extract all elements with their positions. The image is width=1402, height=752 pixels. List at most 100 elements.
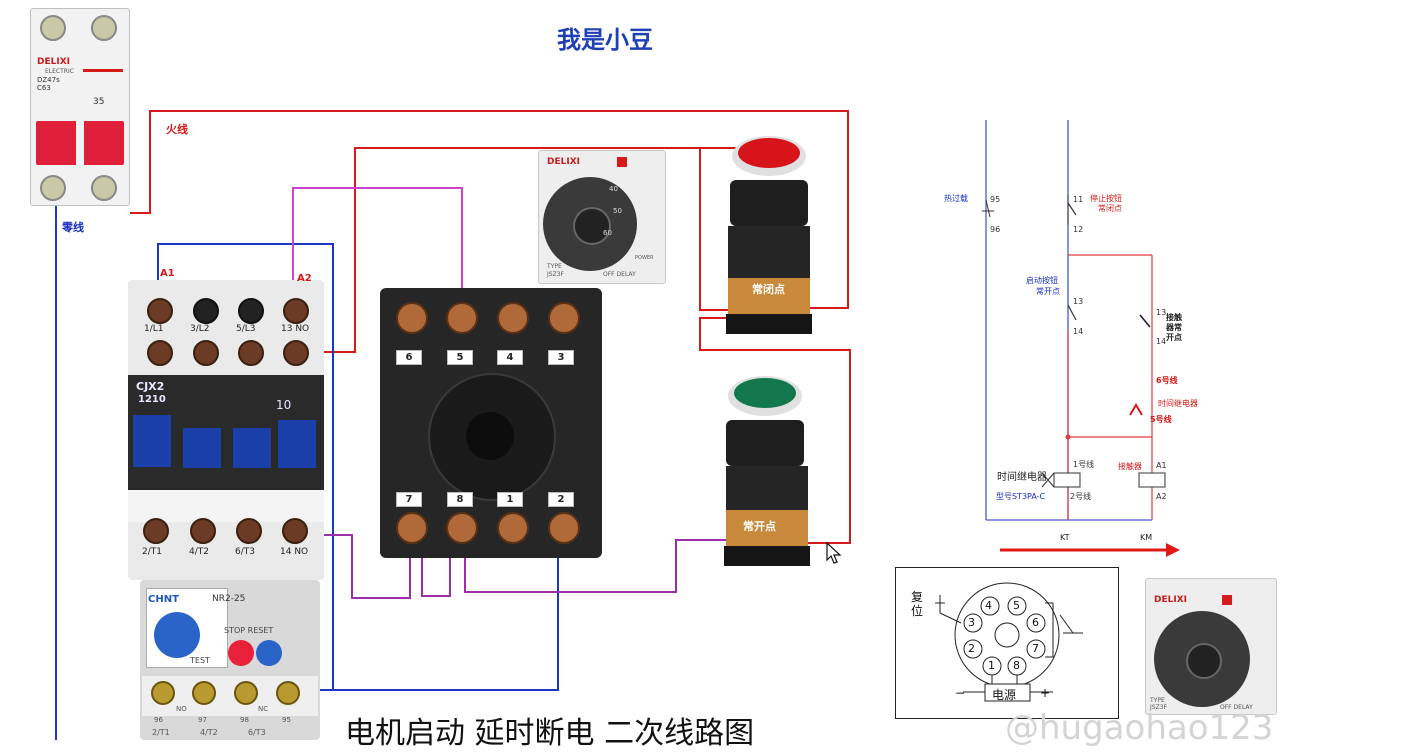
wire-2-label: 2号线 bbox=[1070, 492, 1092, 501]
overload-term-97: 97 bbox=[198, 716, 207, 724]
overload-bottom-1: 2/T1 bbox=[152, 728, 170, 737]
stop-pushbutton[interactable] bbox=[726, 132, 812, 334]
wire-6-label: 6号线 bbox=[1156, 376, 1178, 385]
timer-relay-product: DELIXI TYPE JSZ3F OFF DELAY bbox=[1145, 578, 1277, 715]
timer-mode: OFF DELAY bbox=[603, 271, 636, 278]
overload-brand: CHNT bbox=[148, 594, 179, 605]
overload-term-95: 95 bbox=[282, 716, 291, 724]
timer-knob[interactable] bbox=[573, 207, 611, 245]
timer-indicator bbox=[617, 157, 627, 167]
t95-label: 95 bbox=[990, 195, 1001, 204]
self-hold-label-3: 开点 bbox=[1166, 333, 1182, 342]
socket-pin-label: 4 bbox=[497, 350, 523, 365]
breaker-code: 35 bbox=[93, 97, 105, 107]
start-button-label-1: 启动按钮 bbox=[1026, 276, 1058, 285]
neutral-wire-label: 零线 bbox=[62, 221, 84, 234]
live-wire-label: 火线 bbox=[166, 123, 188, 136]
t14-label: 14 bbox=[1073, 327, 1084, 336]
pin-diagram-drawing bbox=[935, 582, 1083, 702]
live-wire-branch bbox=[293, 147, 800, 353]
timer-knob[interactable] bbox=[1186, 643, 1222, 679]
timer-dial[interactable] bbox=[1154, 611, 1250, 707]
overload-bottom-2: 4/T2 bbox=[200, 728, 218, 737]
contactor-window bbox=[233, 428, 271, 468]
terminal-screw bbox=[238, 298, 264, 324]
terminal-screw bbox=[238, 340, 264, 366]
breaker-brand: DELIXI bbox=[37, 57, 70, 67]
kt-to-km-arrow bbox=[1000, 543, 1180, 557]
t13-label: 13 bbox=[1073, 297, 1084, 306]
pin-label: 6 bbox=[1032, 616, 1039, 629]
breaker-divider bbox=[76, 121, 84, 165]
timer-brand: DELIXI bbox=[547, 157, 580, 167]
timer-scale: 60 bbox=[603, 229, 612, 237]
socket-pin-label: 3 bbox=[548, 350, 574, 365]
overload-dial[interactable] bbox=[154, 612, 200, 658]
overload-model: NR2-25 bbox=[212, 594, 246, 604]
live-wire bbox=[130, 110, 849, 309]
timer-mode: OFF DELAY bbox=[1220, 704, 1253, 711]
terminal-screw bbox=[282, 518, 308, 544]
terminal-label: 3/L2 bbox=[190, 324, 210, 334]
pin-label: 2 bbox=[968, 642, 975, 655]
terminal-screw bbox=[548, 512, 580, 544]
timer-power: POWER bbox=[635, 255, 654, 261]
terminal-screw bbox=[396, 512, 428, 544]
overload-bottom-3: 6/T3 bbox=[248, 728, 266, 737]
t11-label: 11 bbox=[1073, 195, 1084, 204]
timer-model: JSZ3F bbox=[547, 271, 564, 278]
contactor-side: 10 bbox=[276, 398, 292, 412]
stop-button[interactable] bbox=[228, 640, 254, 666]
terminal-screw bbox=[283, 340, 309, 366]
contact-block bbox=[728, 278, 810, 314]
purple-wire-8-green bbox=[464, 539, 728, 593]
t13b-label: 13 bbox=[1156, 308, 1167, 317]
terminal-screw bbox=[192, 681, 216, 705]
socket-pin-label: 7 bbox=[396, 492, 422, 507]
reset-button[interactable] bbox=[256, 640, 282, 666]
red-button-cap[interactable] bbox=[738, 138, 800, 168]
pin-label: 4 bbox=[985, 599, 992, 612]
t96-label: 96 bbox=[990, 225, 1001, 234]
kt-label: KT bbox=[1060, 533, 1070, 542]
timer-scale: 50 bbox=[613, 207, 622, 215]
thermal-label: 热过载 bbox=[944, 194, 968, 203]
timer-indicator bbox=[1222, 595, 1232, 605]
green-button-label: 常开点 bbox=[743, 520, 776, 533]
terminal-screw bbox=[143, 518, 169, 544]
self-hold-label-1: 接触 bbox=[1166, 313, 1182, 322]
button-collar bbox=[726, 420, 804, 466]
terminal-screw bbox=[497, 302, 529, 334]
cursor-icon bbox=[826, 542, 842, 564]
timer-relay: DELIXI 40 50 60 TYPE JSZ3F OFF DELAY POW… bbox=[538, 150, 666, 284]
terminal-screw bbox=[234, 681, 258, 705]
terminal-screw bbox=[446, 302, 478, 334]
stop-button-label-2: 常闭点 bbox=[1098, 204, 1122, 213]
magenta-wire bbox=[292, 187, 463, 310]
green-button-cap[interactable] bbox=[734, 378, 796, 408]
timer-dial[interactable] bbox=[543, 177, 637, 271]
overload-nc: NC bbox=[258, 705, 269, 713]
breaker-screw bbox=[91, 175, 117, 201]
page-title: 我是小豆 bbox=[557, 26, 653, 54]
terminal-screw bbox=[193, 298, 219, 324]
self-hold-label-2: 器常 bbox=[1166, 323, 1182, 332]
contactor-coil-label: 接触器 bbox=[1118, 462, 1142, 471]
terminal-screw bbox=[548, 302, 580, 334]
terminal-label: 6/T3 bbox=[235, 547, 255, 557]
red-button-wire bbox=[699, 148, 728, 311]
breaker-toggle[interactable] bbox=[36, 121, 124, 165]
timer-type: TYPE bbox=[547, 263, 562, 270]
pin-label: 3 bbox=[968, 616, 975, 629]
breaker-rating: C63 bbox=[37, 84, 51, 92]
socket-pin-label: 5 bbox=[447, 350, 473, 365]
pin-label: 5 bbox=[1013, 599, 1020, 612]
purple-wire-14no bbox=[293, 534, 411, 599]
overload-test: TEST bbox=[190, 656, 210, 665]
km-label: KM bbox=[1140, 533, 1153, 542]
purple-wire-7-8 bbox=[421, 540, 451, 597]
start-pushbutton[interactable] bbox=[724, 372, 810, 566]
contactor-window bbox=[133, 415, 171, 467]
terminal-screw bbox=[497, 512, 529, 544]
wire-1-label: 1号线 bbox=[1073, 460, 1095, 469]
